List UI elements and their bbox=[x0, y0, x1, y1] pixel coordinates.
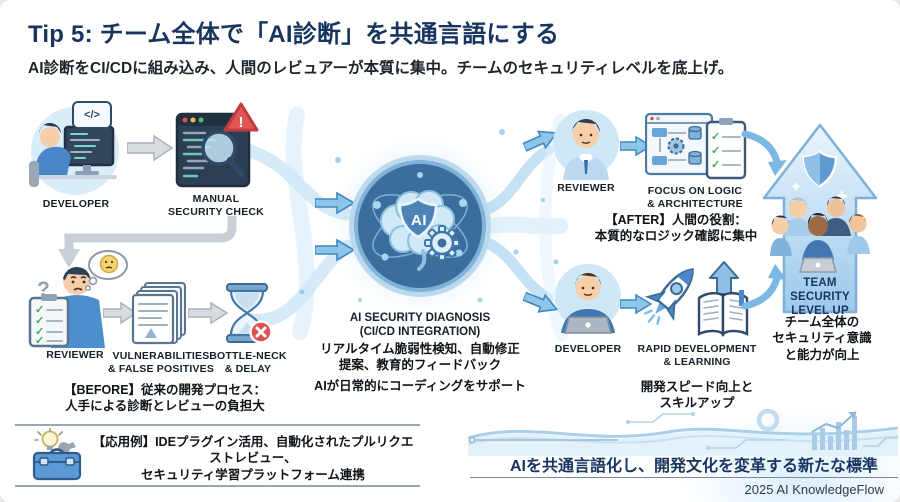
developer-desk-icon bbox=[29, 107, 119, 195]
documents-stack-icon bbox=[131, 282, 186, 345]
arrow-to-reviewer-icon bbox=[521, 130, 559, 153]
tagline-text: AIを共通言語化し、開発文化を変革する新たな標準 bbox=[509, 458, 878, 475]
svg-text:✓: ✓ bbox=[35, 304, 44, 316]
team-caption: チーム全体の セキュリティ意識 と能力が向上 bbox=[772, 315, 872, 362]
learning-book-icon bbox=[697, 261, 749, 337]
svg-text:✓: ✓ bbox=[35, 326, 44, 338]
ai-diagnosis-support: AIが日常的にコーディングをサポート bbox=[314, 379, 526, 393]
vulnerabilities-label: VULNERABILITIES & FALSE POSITIVES bbox=[107, 350, 215, 375]
ai-diagnosis-feature: リアルタイム脆弱性検知、自動修正 提案、教育的フィードバック bbox=[320, 342, 520, 373]
after-developer-label: DEVELOPER bbox=[554, 343, 622, 355]
hourglass-delay-icon bbox=[226, 283, 273, 344]
arrow-into-core-icon bbox=[315, 191, 355, 215]
footer-divider bbox=[470, 477, 898, 478]
rapid-development-label: RAPID DEVELOPMENT & LEARNING bbox=[637, 343, 757, 368]
bottleneck-label: BOTTLE-NECK & DELAY bbox=[209, 350, 287, 375]
example-text: 【応用例】IDEプラグイン活用、自動化されたプルリクエストレビュー、 セキュリテ… bbox=[92, 435, 414, 482]
reviewer-avatar-icon bbox=[553, 110, 619, 180]
code-bubble-text: </> bbox=[84, 109, 100, 121]
ai-core-icon bbox=[349, 155, 491, 297]
warning-exclamation-glyph: ! bbox=[239, 114, 244, 131]
ai-badge-text: AI bbox=[411, 212, 427, 229]
manual-security-check-icon: ! bbox=[175, 102, 259, 188]
team-levelup-label: TEAM SECURITY LEVEL UP bbox=[790, 277, 850, 318]
before-caption: 【BEFORE】従来の開発プロセス： 人手による診断とレビューの負担大 bbox=[63, 383, 267, 414]
arrow-right-icon bbox=[127, 134, 173, 162]
credit-text: 2025 AI KnowledgeFlow bbox=[744, 482, 884, 497]
ai-diagnosis-title: AI SECURITY DIAGNOSIS (CI/CD INTEGRATION… bbox=[349, 312, 491, 339]
reviewer-worried-icon: ✓✓✓✓ bbox=[28, 266, 105, 348]
svg-text:✓: ✓ bbox=[711, 145, 720, 157]
focus-logic-icon: ✓ ✓ ✓ bbox=[645, 112, 747, 180]
code-bubble-icon: </> bbox=[72, 101, 112, 129]
focus-logic-label: FOCUS ON LOGIC & ARCHITECTURE bbox=[647, 185, 743, 210]
toolbox-icon bbox=[32, 428, 82, 481]
svg-text:✓: ✓ bbox=[711, 131, 720, 143]
developer-caption: 開発スピード向上と スキルアップ bbox=[640, 380, 754, 411]
team-people-icon bbox=[770, 196, 870, 273]
developer-avatar-icon bbox=[555, 264, 621, 334]
thought-bubble-icon bbox=[85, 250, 128, 291]
curved-arrow-to-team-icon bbox=[741, 264, 787, 310]
arrow-right-icon bbox=[620, 293, 652, 315]
arrow-right-icon bbox=[620, 135, 652, 157]
curved-arrow-to-team-icon bbox=[741, 130, 787, 176]
arrow-to-developer-icon bbox=[521, 291, 559, 313]
developer-label: DEVELOPER bbox=[42, 198, 110, 210]
page-subtitle: AI診断をCI/CDに組み込み、人間のレビュアーが本質に集中。チームのセキュリテ… bbox=[28, 60, 734, 77]
rocket-icon bbox=[644, 268, 694, 325]
after-reviewer-label: REVIEWER bbox=[557, 182, 615, 194]
reviewer-label: REVIEWER bbox=[46, 349, 104, 361]
svg-text:✓: ✓ bbox=[711, 159, 720, 171]
page-title: Tip 5: チーム全体で「AI診断」を共通言語にする bbox=[28, 21, 560, 48]
svg-text:✓: ✓ bbox=[35, 335, 44, 347]
manual-check-label: MANUAL SECURITY CHECK bbox=[168, 193, 264, 218]
arrow-into-core-icon bbox=[315, 238, 355, 262]
elbow-arrow-down-icon bbox=[58, 216, 237, 268]
arrow-right-icon bbox=[103, 301, 137, 325]
circuit-decoration-icon bbox=[468, 408, 898, 456]
svg-text:✓: ✓ bbox=[35, 315, 44, 327]
example-box bbox=[15, 424, 420, 487]
arrow-right-icon bbox=[188, 301, 228, 325]
after-caption: 【AFTER】人間の役割： 本質的なロジック確認に集中 bbox=[594, 213, 758, 244]
